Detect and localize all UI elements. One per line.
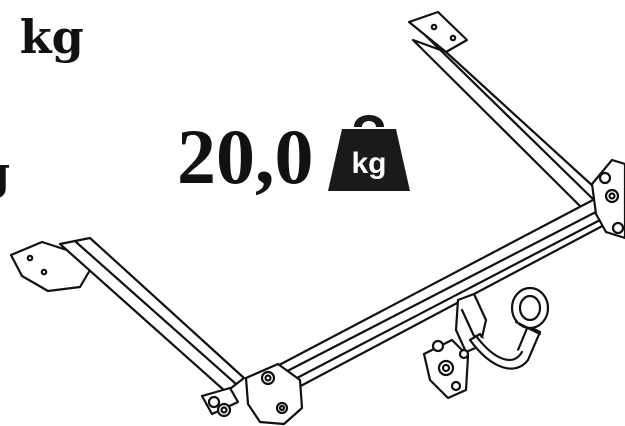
tow-ball xyxy=(510,286,550,336)
partial-weight-label-middle: g xyxy=(0,150,10,196)
weight-body xyxy=(328,129,410,191)
weight-icon: kg xyxy=(328,115,410,191)
weight-handle xyxy=(354,115,384,127)
cross-bar xyxy=(260,188,625,400)
right-mounting-arm xyxy=(407,10,608,212)
weight-value: 20,0 xyxy=(177,113,314,200)
right-bracket xyxy=(590,158,625,240)
tow-ball-arm xyxy=(468,324,542,370)
left-bracket xyxy=(200,362,304,426)
left-mounting-arm xyxy=(9,236,246,394)
weight-unit-label: kg xyxy=(351,147,386,180)
partial-weight-label-top: ) kg xyxy=(0,10,84,64)
